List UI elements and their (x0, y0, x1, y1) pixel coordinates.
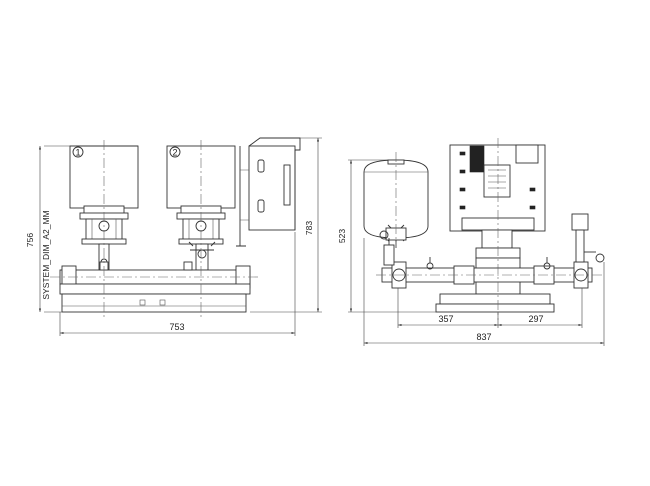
pump-callout-1: 1 (72, 146, 84, 158)
front-view: 1 2 756 SYSTEM_DIM_A2_MM 783 753 (25, 137, 322, 336)
svg-text:523: 523 (337, 229, 347, 243)
base-frame (59, 261, 251, 313)
side-motor (449, 144, 546, 232)
vertical-note: SYSTEM_DIM_A2_MM (41, 210, 51, 299)
side-view: 523 357 297 837 (337, 138, 605, 346)
dimension-523: 523 (337, 159, 436, 313)
svg-text:297: 297 (528, 314, 543, 324)
dimension-753: 753 (59, 232, 296, 336)
svg-text:753: 753 (169, 322, 184, 332)
dimension-357-297: 357 297 (397, 288, 583, 328)
pump-callout-2: 2 (169, 146, 181, 158)
dimension-756: 756 (25, 145, 76, 313)
side-base (435, 293, 555, 313)
svg-text:783: 783 (304, 221, 314, 235)
svg-text:357: 357 (438, 314, 453, 324)
svg-text:1: 1 (75, 148, 80, 158)
control-cabinet (236, 137, 301, 247)
side-manifold (381, 213, 605, 289)
svg-text:837: 837 (476, 332, 491, 342)
svg-text:756: 756 (25, 233, 35, 247)
dimension-783: 783 (250, 137, 322, 313)
dimension-837: 837 (363, 238, 605, 346)
svg-text:2: 2 (172, 148, 177, 158)
